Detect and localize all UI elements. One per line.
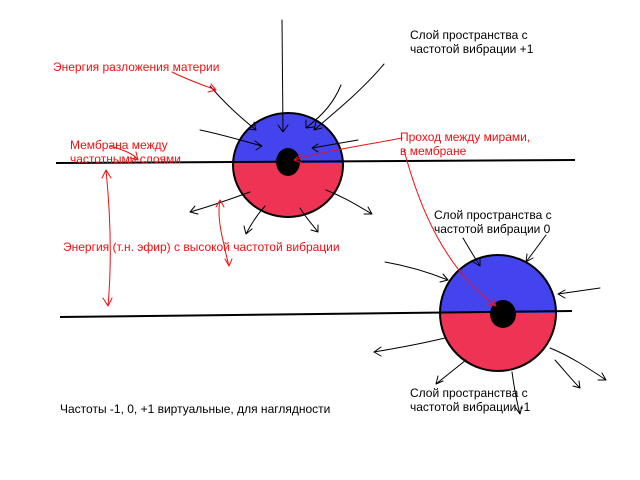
arrow bbox=[313, 63, 385, 131]
footnote-label: Частоты -1, 0, +1 виртуальные, для нагля… bbox=[60, 402, 331, 416]
decay-energy-label: Энергия разложения материи bbox=[53, 60, 220, 74]
passage-line1: Проход между мирами, bbox=[400, 130, 531, 144]
arrow bbox=[549, 347, 607, 381]
layer-plus1-label: Слой пространства с частотой вибрации +1 bbox=[410, 28, 533, 56]
lower-circle-red-half bbox=[440, 313, 556, 371]
arrow bbox=[277, 19, 289, 133]
upper-circle bbox=[232, 112, 344, 218]
arrow bbox=[373, 337, 446, 357]
layer-plus1-line2: частотой вибрации +1 bbox=[410, 42, 534, 56]
lower-circle-blue-half bbox=[440, 255, 556, 313]
arrow bbox=[525, 234, 547, 263]
arrow bbox=[243, 205, 266, 235]
arrow bbox=[209, 85, 257, 131]
layer-minus1-line2: частотой вибрации -1 bbox=[410, 400, 531, 414]
layer-zero-line1: Слой пространства с bbox=[434, 208, 552, 222]
arrow bbox=[199, 129, 263, 151]
arrow bbox=[305, 84, 342, 129]
arrow bbox=[511, 371, 523, 415]
upper-membrane-line bbox=[55, 159, 576, 164]
layer-zero-label: Слой пространства с частотой вибрации 0 bbox=[434, 208, 552, 236]
ether-energy-label: Энергия (т.н. эфир) с высокой частотой в… bbox=[63, 240, 340, 254]
membrane-line1: Мембрана между bbox=[70, 138, 168, 152]
passage-label: Проход между мирами, в мембране bbox=[400, 130, 530, 158]
decay-energy-arrow bbox=[171, 71, 217, 93]
layer-zero-line2: частотой вибрации 0 bbox=[434, 222, 551, 236]
ether-energy-arrow-down bbox=[221, 235, 233, 267]
upper-circle-red-half bbox=[233, 163, 343, 217]
layer-distance-arrow bbox=[101, 169, 113, 307]
arrow bbox=[299, 207, 319, 233]
upper-circle-outline bbox=[232, 112, 344, 218]
membrane-pointer-arrow bbox=[109, 145, 139, 161]
arrow bbox=[557, 287, 601, 299]
arrow bbox=[554, 359, 581, 389]
lower-circle bbox=[439, 254, 557, 372]
arrow bbox=[435, 359, 467, 385]
lower-passage-hole bbox=[490, 300, 516, 328]
arrow bbox=[325, 189, 373, 215]
arrow bbox=[311, 139, 359, 153]
lower-membrane-line bbox=[59, 310, 573, 318]
membrane-line2: частотными слоями bbox=[70, 152, 181, 166]
arrow bbox=[384, 261, 449, 283]
lower-outflow-arrows bbox=[373, 337, 607, 415]
passage-link-arrow bbox=[403, 149, 497, 307]
red-annotation-arrows bbox=[101, 71, 497, 307]
passage-line2: в мембране bbox=[400, 144, 467, 158]
ether-energy-arrow-up bbox=[215, 199, 225, 237]
layer-minus1-line1: Слой пространства с bbox=[410, 386, 528, 400]
arrow bbox=[462, 237, 481, 267]
lower-inflow-arrows bbox=[384, 234, 601, 299]
upper-inflow-arrows bbox=[199, 19, 385, 153]
upper-passage-pointer bbox=[293, 137, 403, 164]
layer-plus1-line1: Слой пространства с bbox=[410, 28, 528, 42]
membrane-label: Мембрана между частотными слоями bbox=[70, 138, 181, 166]
layer-minus1-label: Слой пространства с частотой вибрации -1 bbox=[410, 386, 530, 414]
